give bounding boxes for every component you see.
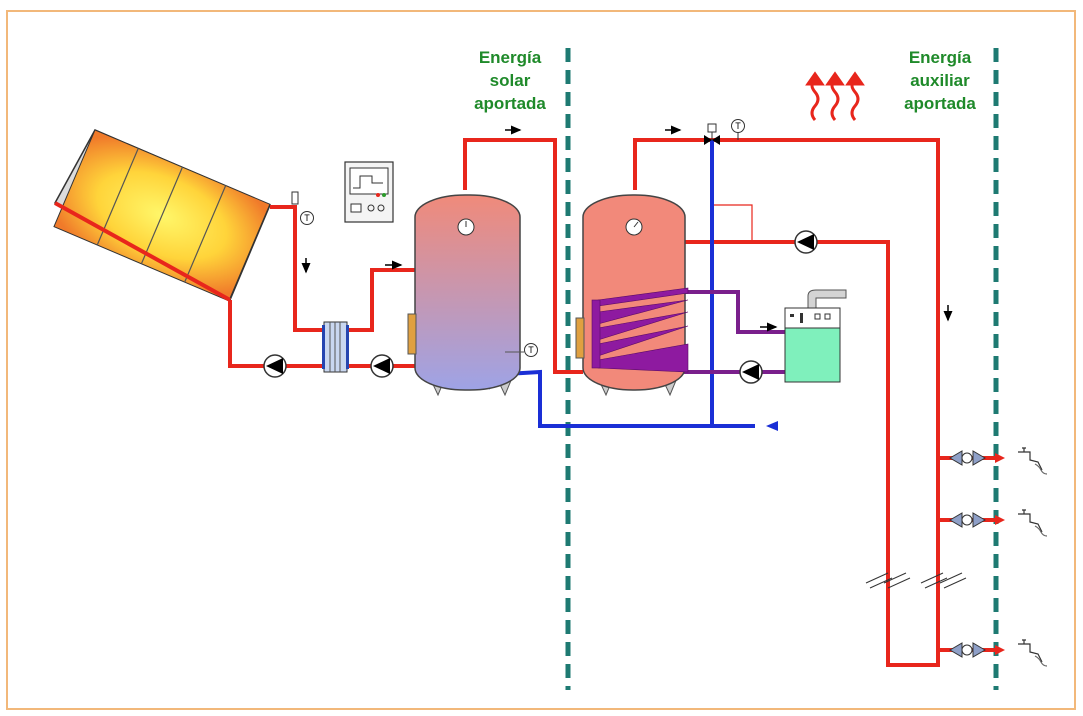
pump-icon: [370, 354, 394, 378]
solar-energy-label: Energía solar aportada: [474, 48, 546, 113]
svg-text:T: T: [528, 345, 534, 355]
pump-icon: [263, 354, 287, 378]
cold-water-inlet-arrow: [766, 421, 778, 431]
solar-label-line-3: aportada: [474, 94, 546, 113]
pump-icon: [794, 230, 818, 254]
solar-label-line-1: Energía: [479, 48, 542, 67]
three-way-valve-icon: [704, 123, 720, 145]
svg-text:T: T: [304, 213, 310, 223]
controller-icon: [344, 161, 394, 223]
auxiliary-label-line-3: aportada: [904, 94, 976, 113]
auxiliary-energy-label: Energía auxiliar aportada: [904, 48, 976, 113]
faucet-icon: [1018, 447, 1048, 475]
heat-exchanger-icon: [322, 321, 349, 373]
auxiliary-label-line-2: auxiliar: [910, 71, 970, 90]
sensor-probe-icon: [291, 191, 299, 205]
temperature-sensor-icon: T: [300, 211, 314, 225]
pump-icon: [739, 360, 763, 384]
faucet-icon: [1018, 509, 1048, 537]
mixing-valve-icon: [949, 642, 1005, 658]
boiler-coil-icon: [591, 287, 689, 373]
boiler-circuit: [680, 290, 785, 374]
auxiliary-label-line-1: Energía: [909, 48, 972, 67]
pipe-break-marks: [865, 572, 967, 589]
auxiliary-tank-icon: [575, 194, 689, 397]
mixing-valve-icon: [949, 512, 1005, 528]
recirculation-line: [712, 204, 753, 242]
diagram-frame: [6, 10, 1076, 710]
mixing-valve-icon: [949, 450, 1005, 466]
boiler-icon: [784, 289, 847, 383]
faucet-icon: [1018, 639, 1048, 667]
solar-tank-icon: [407, 194, 524, 397]
svg-text:T: T: [735, 121, 741, 131]
temperature-sensor-icon: T: [524, 343, 538, 357]
solar-label-line-2: solar: [490, 71, 531, 90]
flow-arrows: [301, 125, 953, 332]
solar-collector-icon: [53, 129, 271, 302]
temperature-sensor-icon: T: [731, 119, 745, 140]
heat-waves-icon: [805, 71, 865, 121]
